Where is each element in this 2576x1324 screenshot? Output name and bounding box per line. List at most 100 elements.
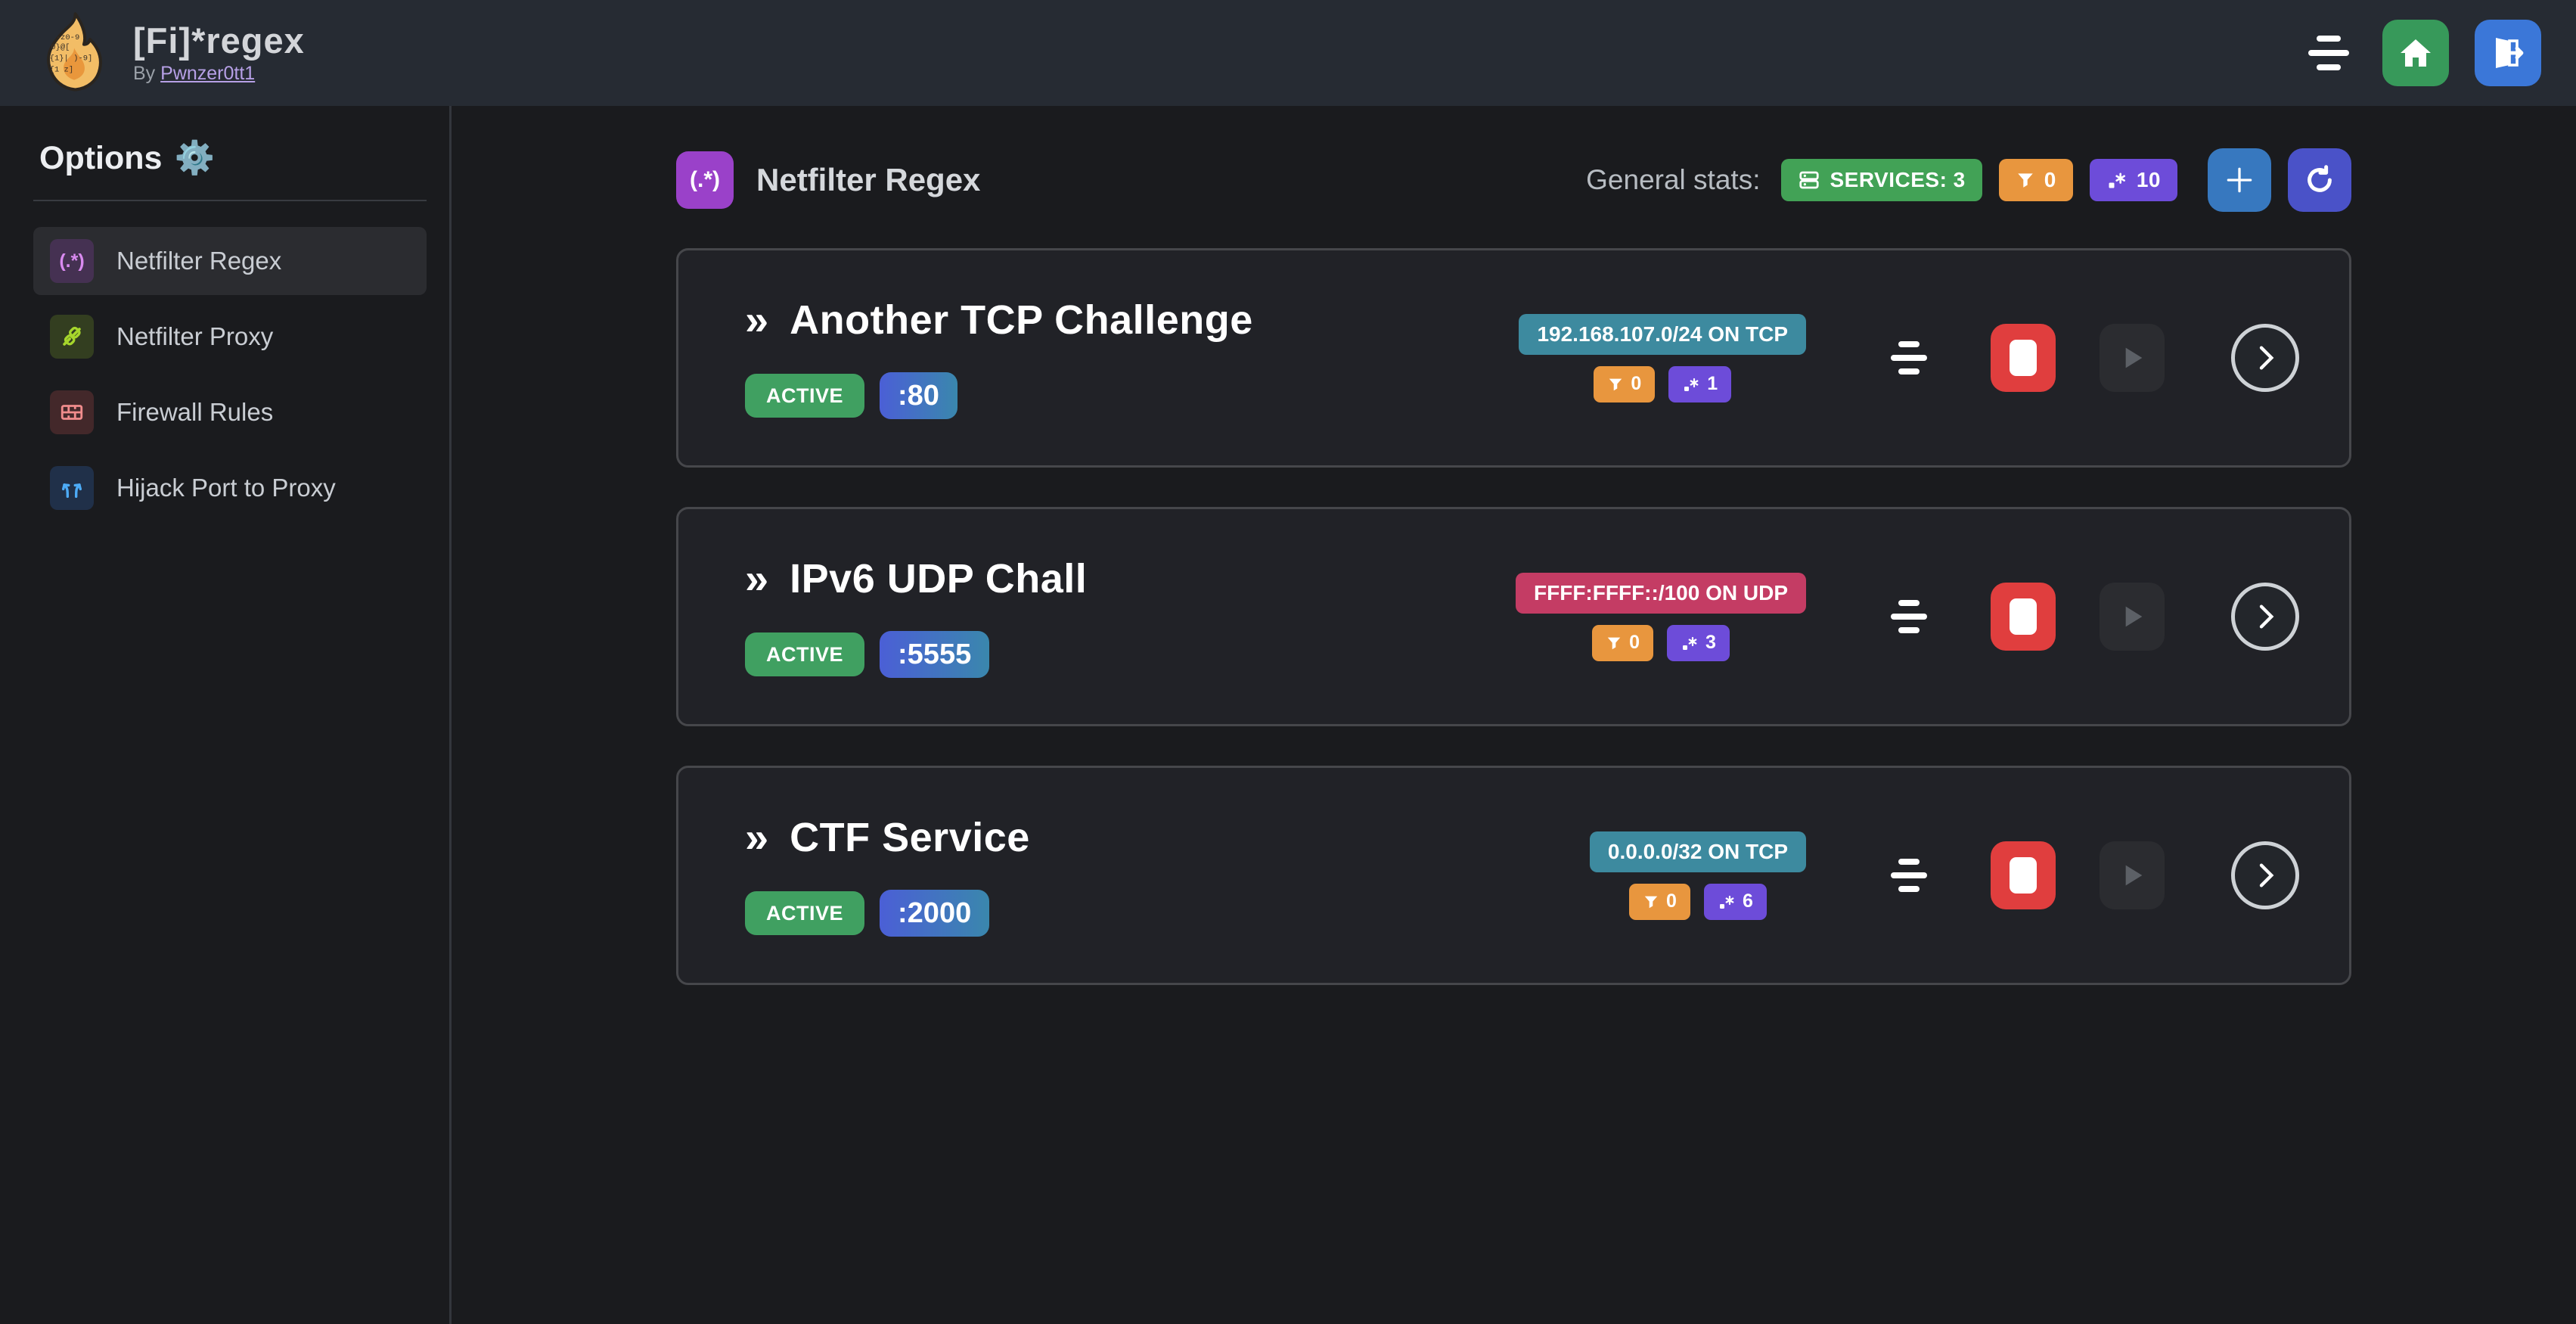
filter-icon	[1607, 637, 1621, 649]
address-badge: FFFF:FFFF::/100 ON UDP	[1516, 572, 1806, 614]
sidebar-item-label: Netfilter Proxy	[116, 322, 274, 350]
stop-service-button[interactable]	[1991, 324, 2056, 392]
double-chevron-icon: »	[745, 555, 769, 602]
sidebar-item-netfilter-proxy[interactable]: Netfilter Proxy	[33, 303, 427, 371]
chevron-right-icon	[2259, 863, 2274, 887]
body-layout: Options ⚙️ (.*) Netfilter Regex Netfilte…	[0, 106, 2576, 1324]
app-title-block: [Fi]*regex By Pwnzer0tt1	[133, 20, 305, 85]
home-icon	[2401, 39, 2431, 67]
sidebar: Options ⚙️ (.*) Netfilter Regex Netfilte…	[0, 106, 452, 1324]
refresh-icon	[2308, 165, 2332, 192]
start-service-button[interactable]	[2100, 583, 2165, 651]
logout-icon	[2496, 38, 2524, 68]
service-regexes-badge: 3	[1667, 624, 1730, 661]
server-icon	[1799, 171, 1820, 189]
service-regexes-badge: 1	[1668, 365, 1732, 402]
plus-icon	[2227, 167, 2252, 193]
port-badge: :2000	[880, 890, 990, 937]
page-header: (.*) Netfilter Regex General stats: SERV…	[676, 148, 2351, 212]
app-header: -z0-9 0}@[ {1}| )-9] {1 z] [Fi]*regex By…	[0, 0, 2576, 106]
sidebar-item-netfilter-regex[interactable]: (.*) Netfilter Regex	[33, 227, 427, 295]
service-regexes-badge: 6	[1703, 883, 1767, 920]
service-filters-badge: 0	[1592, 624, 1653, 661]
sidebar-heading-text: Options	[39, 139, 163, 176]
home-button[interactable]	[2382, 20, 2449, 86]
sidebar-item-hijack-port[interactable]: Hijack Port to Proxy	[33, 454, 427, 522]
port-badge: :80	[880, 372, 957, 419]
stop-service-button[interactable]	[1991, 841, 2056, 909]
service-menu-icon[interactable]	[1885, 853, 1933, 898]
filter-icon	[2018, 173, 2033, 188]
service-menu-icon[interactable]	[1885, 335, 1933, 381]
flame-regex-logo: -z0-9 0}@[ {1}| )-9] {1 z]	[47, 12, 102, 92]
svg-text:-z0-9: -z0-9	[56, 33, 80, 42]
status-badge: ACTIVE	[745, 374, 865, 418]
service-name: IPv6 UDP Chall	[790, 556, 1088, 601]
chevron-right-icon	[2259, 346, 2274, 370]
sidebar-item-label: Netfilter Regex	[116, 247, 282, 275]
page-title: Netfilter Regex	[756, 162, 981, 197]
service-menu-icon[interactable]	[1885, 594, 1933, 639]
filter-icon	[1609, 378, 1622, 390]
open-service-button[interactable]	[2231, 583, 2299, 651]
stats-label: General stats:	[1586, 164, 1761, 195]
sidebar-item-label: Firewall Rules	[116, 398, 274, 426]
regex-dot-star-icon	[1719, 895, 1734, 909]
open-service-button[interactable]	[2231, 841, 2299, 909]
play-icon	[2125, 347, 2143, 368]
filter-icon	[1644, 896, 1658, 908]
regex-icon: (.*)	[50, 239, 94, 283]
play-icon	[2125, 865, 2143, 886]
service-filters-badge: 0	[1629, 883, 1690, 920]
sidebar-divider	[33, 200, 427, 201]
regex-dot-star-icon	[1683, 636, 1697, 650]
add-service-button[interactable]	[2208, 148, 2271, 212]
stop-icon	[2010, 340, 2037, 376]
svg-text:{1}| )-9]: {1}| )-9]	[50, 54, 93, 64]
sidebar-item-label: Hijack Port to Proxy	[116, 474, 336, 502]
address-badge: 192.168.107.0/24 ON TCP	[1519, 313, 1806, 355]
regexes-count-badge: 10	[2089, 159, 2177, 201]
general-stats: General stats: SERVICES: 3	[1586, 148, 2351, 212]
filters-count-badge: 0	[1998, 159, 2073, 201]
services-count-badge: SERVICES: 3	[1781, 159, 1982, 201]
sidebar-item-firewall-rules[interactable]: Firewall Rules	[33, 378, 427, 446]
stop-service-button[interactable]	[1991, 583, 2056, 651]
proxy-plug-icon	[50, 315, 94, 359]
service-card: » IPv6 UDP Chall ACTIVE :5555 FFFF:FFFF:…	[676, 507, 2351, 726]
start-service-button[interactable]	[2100, 841, 2165, 909]
menu-icon[interactable]	[2301, 28, 2357, 78]
stop-icon	[2010, 598, 2037, 635]
header-actions	[2301, 20, 2541, 86]
main-area: (.*) Netfilter Regex General stats: SERV…	[452, 106, 2576, 1324]
service-name: CTF Service	[790, 815, 1030, 860]
refresh-button[interactable]	[2288, 148, 2351, 212]
stop-icon	[2010, 857, 2037, 894]
service-name: Another TCP Challenge	[790, 297, 1253, 343]
regex-dot-star-icon	[1684, 378, 1699, 391]
split-arrows-icon	[50, 466, 94, 510]
regex-dot-star-icon	[2109, 172, 2125, 188]
start-service-button[interactable]	[2100, 324, 2165, 392]
sidebar-heading: Options ⚙️	[39, 139, 427, 177]
open-service-button[interactable]	[2231, 324, 2299, 392]
address-badge: 0.0.0.0/32 ON TCP	[1589, 831, 1806, 872]
status-badge: ACTIVE	[745, 891, 865, 935]
port-badge: :5555	[880, 631, 990, 678]
logout-button[interactable]	[2475, 20, 2541, 86]
firewall-icon	[50, 390, 94, 434]
service-filters-badge: 0	[1594, 365, 1656, 402]
page-regex-icon: (.*)	[676, 151, 734, 209]
byline-prefix: By	[133, 63, 156, 85]
app-byline: By Pwnzer0tt1	[133, 63, 305, 85]
author-link[interactable]: Pwnzer0tt1	[160, 63, 256, 85]
app-title: [Fi]*regex	[133, 20, 305, 61]
double-chevron-icon: »	[745, 296, 769, 343]
chevron-right-icon	[2259, 605, 2274, 629]
play-icon	[2125, 606, 2143, 627]
service-card: » CTF Service ACTIVE :2000 0.0.0.0/32 ON…	[676, 766, 2351, 985]
svg-text:{1 z]: {1 z]	[50, 65, 74, 74]
status-badge: ACTIVE	[745, 632, 865, 676]
service-card: » Another TCP Challenge ACTIVE :80 192.1…	[676, 248, 2351, 468]
